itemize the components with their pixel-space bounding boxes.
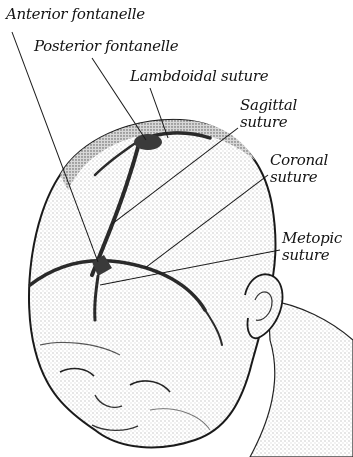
label-lambdoidal-suture: Lambdoidal suture	[130, 68, 268, 85]
label-coronal-suture: Coronal suture	[270, 152, 328, 186]
label-sagittal-line2: suture	[240, 114, 297, 131]
label-posterior-fontanelle: Posterior fontanelle	[34, 38, 178, 55]
posterior-fontanelle-mark	[134, 134, 162, 150]
label-anterior-fontanelle: Anterior fontanelle	[6, 6, 145, 23]
label-metopic-line2: suture	[282, 247, 342, 264]
label-sagittal-suture: Sagittal suture	[240, 97, 297, 131]
label-coronal-line2: suture	[270, 169, 328, 186]
label-metopic-suture: Metopic suture	[282, 230, 342, 264]
label-coronal-line1: Coronal	[270, 152, 328, 169]
label-sagittal-line1: Sagittal	[240, 97, 297, 114]
label-metopic-line1: Metopic	[282, 230, 342, 247]
